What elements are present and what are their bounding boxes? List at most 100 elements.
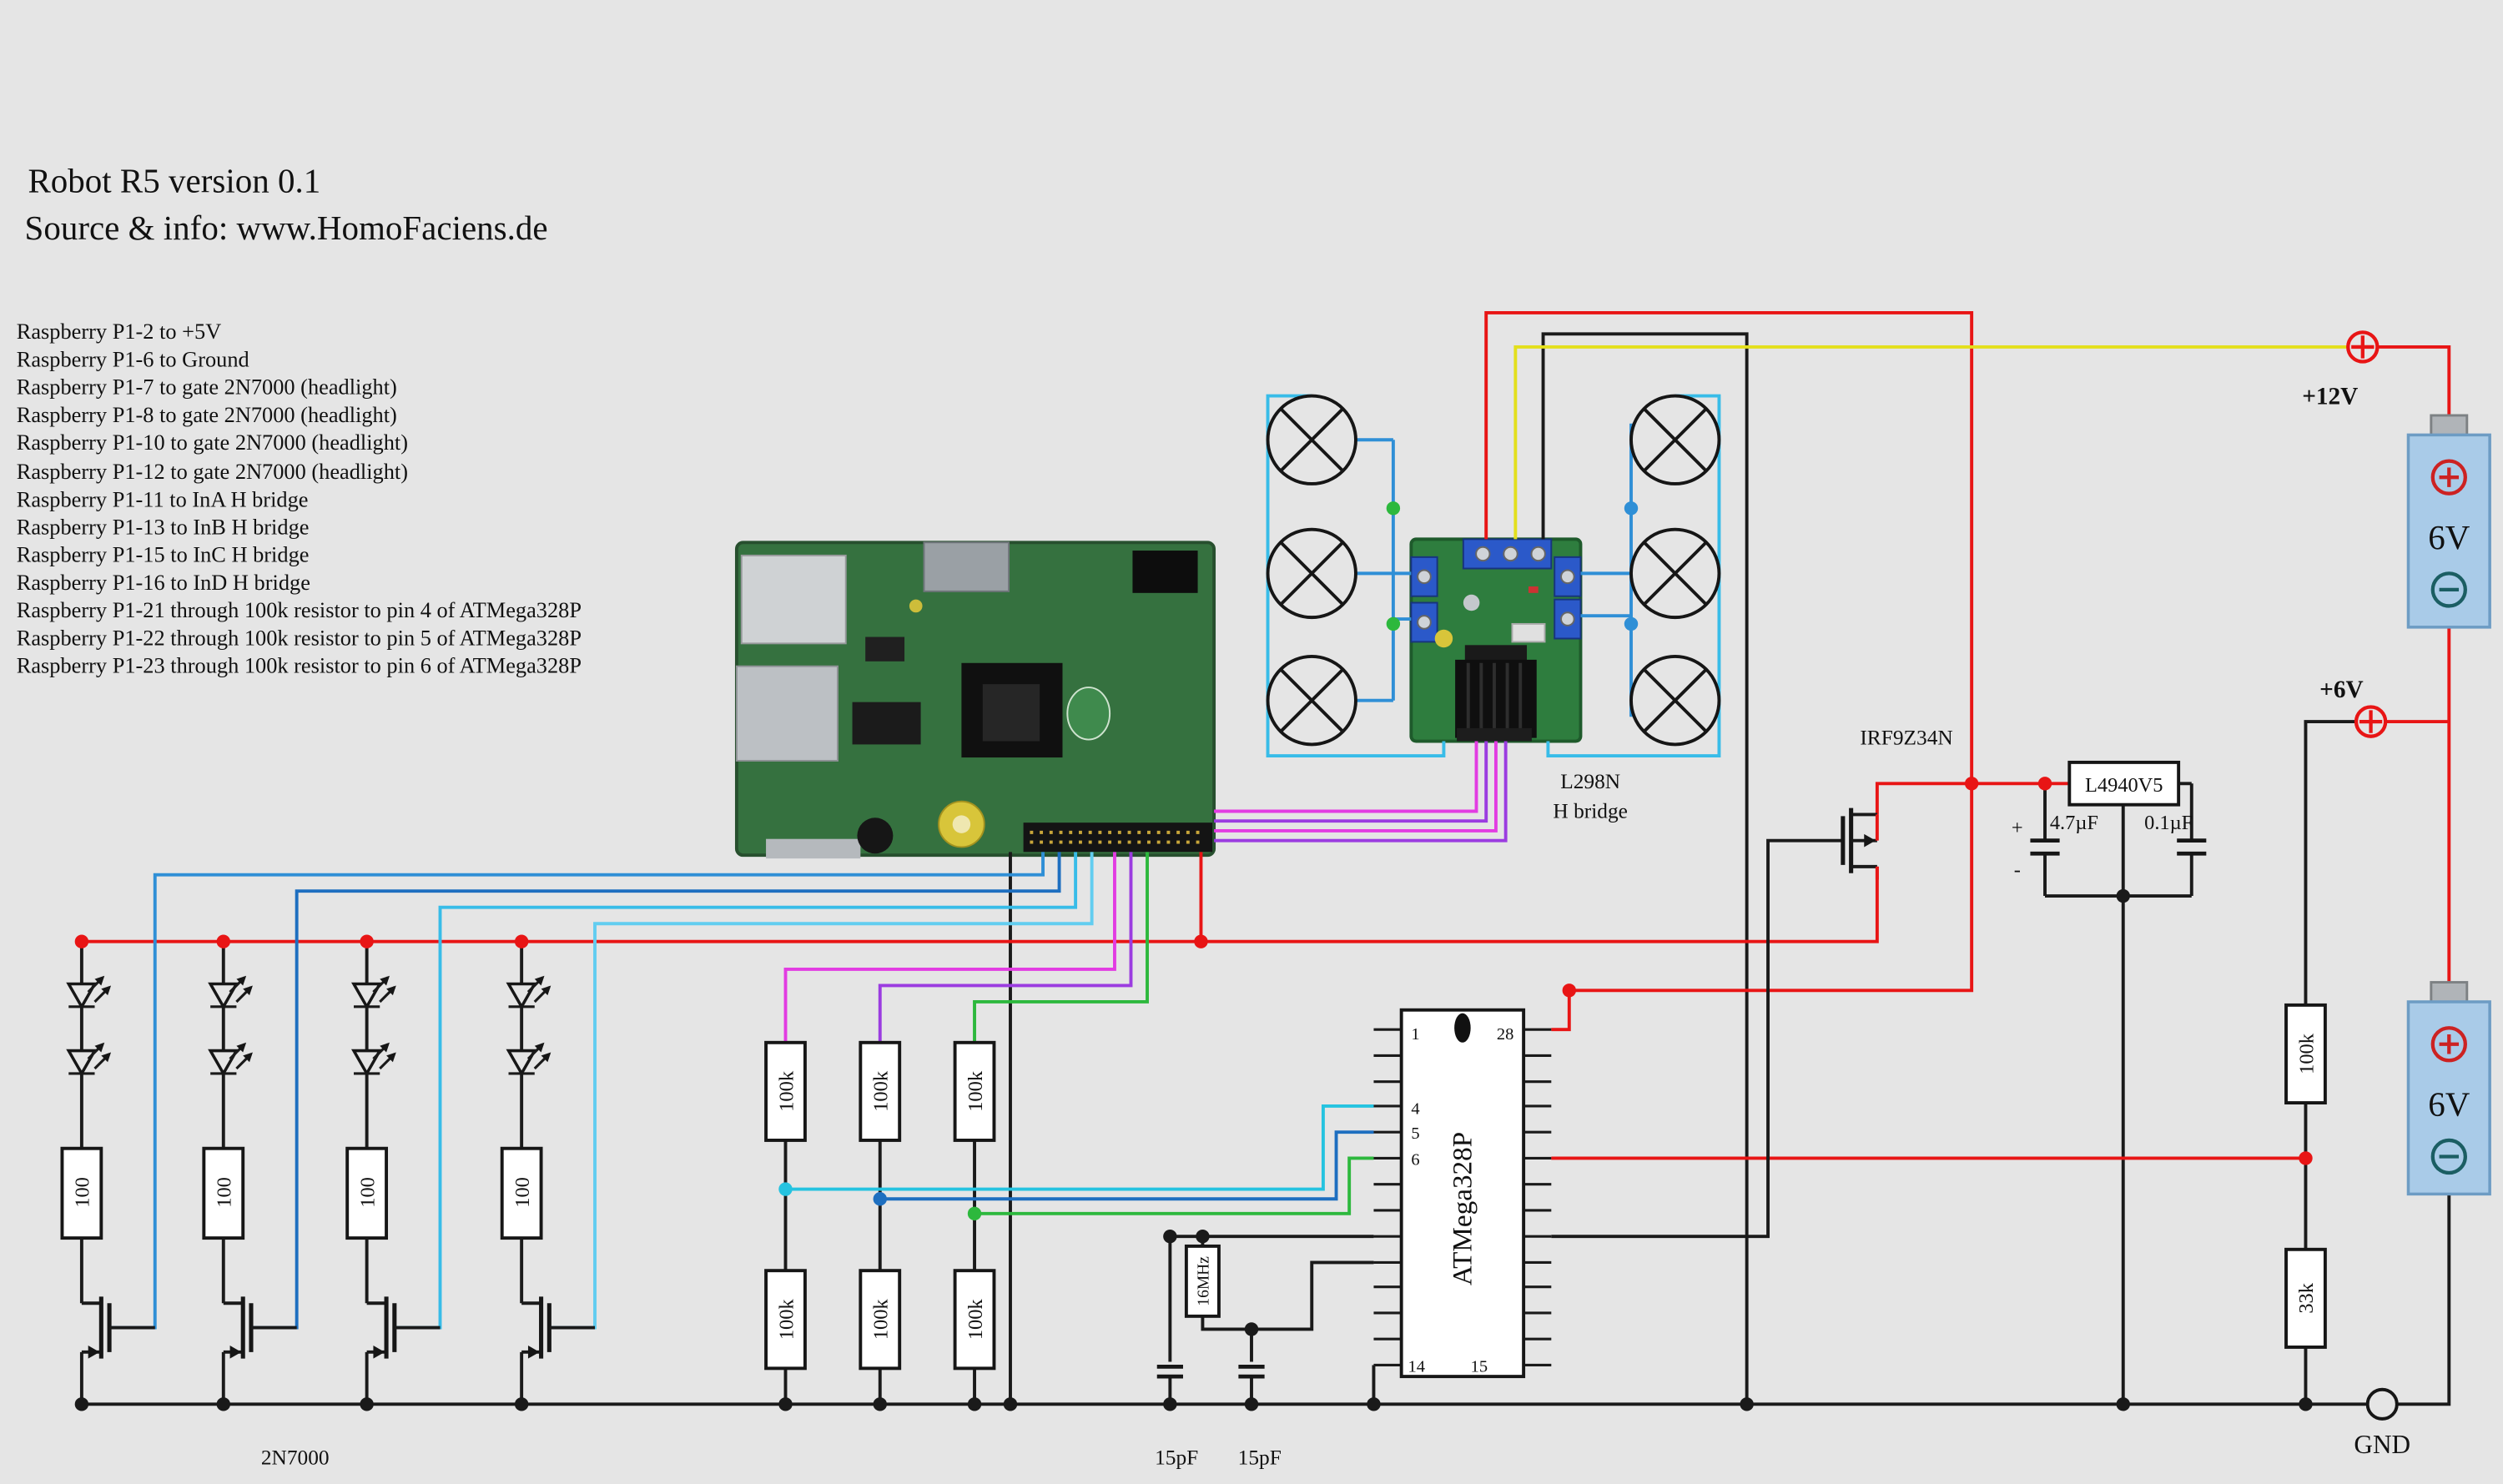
- note-line: Raspberry P1-2 to +5V: [17, 319, 221, 344]
- capacitor: [1463, 594, 1480, 611]
- mcu-name-label: ATMega328P: [1448, 1132, 1478, 1285]
- plus-12v-marker: +12V: [2302, 330, 2380, 410]
- terminal-screw: [1560, 611, 1575, 626]
- raspberry-logo: [1066, 687, 1111, 741]
- wire-pin4: [785, 1104, 1374, 1191]
- terminal-screw: [1503, 546, 1518, 562]
- wire-12v-yellow: [1513, 345, 2349, 540]
- connector: [1132, 551, 1198, 593]
- audio-jack: [857, 817, 894, 854]
- motor-lamp: [1266, 527, 1357, 620]
- wire-divider-top: [2304, 720, 2356, 1005]
- led: [1528, 586, 1539, 593]
- heatsink-fins: [1466, 662, 1523, 735]
- wire-inb: [1214, 741, 1488, 823]
- terminal-screw: [1530, 546, 1546, 562]
- raspberry-pi-board: [734, 541, 1216, 859]
- nfet-label: 2N7000: [261, 1446, 330, 1470]
- wire-ground-battery: [2396, 1194, 2451, 1406]
- mcu-pins-left: [1373, 1028, 1402, 1367]
- wire-ground-l298n: [1541, 332, 1749, 1405]
- wire-motor-left-outer: [1266, 394, 1446, 758]
- mcu-pin15-label: 15: [1471, 1357, 1488, 1376]
- cap15-a-label: 15pF: [1155, 1446, 1198, 1470]
- l298n-board: [1409, 537, 1583, 743]
- terminal-screw: [1560, 569, 1575, 585]
- h-bridge-label: H bridge: [1553, 799, 1628, 822]
- motor-lamp: [1266, 655, 1357, 747]
- note-line: Raspberry P1-6 to Ground: [17, 347, 249, 371]
- wire-ina: [1214, 741, 1478, 813]
- mosfet-irf9z34n: IRF9Z34N: [1841, 726, 1953, 880]
- cap15-b-label: 15pF: [1238, 1446, 1282, 1470]
- mcu-pin1-label: 1: [1411, 1025, 1419, 1044]
- cap-minus-label: -: [2014, 859, 2021, 882]
- usb-port: [735, 665, 839, 762]
- title-line2: Source & info: www.HomoFaciens.de: [25, 209, 548, 247]
- rca-jack-center: [952, 815, 971, 833]
- wire-p21: [783, 852, 1116, 1043]
- gpio-header: [1023, 822, 1213, 853]
- resistor-100k: [764, 1040, 807, 1142]
- wire-pin6: [975, 1156, 1374, 1215]
- note-line: Raspberry P1-22 through 100k resistor to…: [17, 626, 582, 650]
- mcu-pin14-label: 14: [1408, 1357, 1425, 1376]
- mcu-notch: [1454, 1013, 1471, 1043]
- plus-6v-marker: +6V: [2319, 677, 2388, 738]
- capacitor: [909, 599, 923, 613]
- terminal-screw: [1417, 569, 1432, 585]
- resistor-100k: [953, 1269, 996, 1371]
- wire-p23: [973, 852, 1149, 1043]
- resistor-100k: [859, 1040, 902, 1142]
- resistor-100k: [764, 1269, 807, 1371]
- cap-100n-label: 0.1µF: [2144, 812, 2193, 834]
- resistor-100k: [953, 1040, 996, 1142]
- mcu-body: [1399, 1008, 1526, 1379]
- note-line: Raspberry P1-21 through 100k resistor to…: [17, 598, 582, 622]
- chip: [865, 636, 905, 662]
- crystal-16mhz: 16MHz: [1184, 1244, 1221, 1318]
- notes-block: Raspberry P1-2 to +5V Raspberry P1-6 to …: [17, 319, 582, 677]
- resistor-33k: 33k: [2284, 1247, 2327, 1349]
- plus-12v-label: +12V: [2302, 383, 2358, 410]
- pin-header: [1457, 727, 1532, 742]
- wire-p22: [878, 852, 1133, 1043]
- battery-6v-top: [2408, 415, 2490, 627]
- cap-4u7-label: 4.7µF: [2050, 812, 2098, 834]
- capacitor-100n: 0.1µF: [2144, 812, 2207, 856]
- motor-lamp: [1629, 655, 1721, 747]
- note-line: Raspberry P1-11 to InA H bridge: [17, 487, 309, 511]
- mcu-pin6-label: 6: [1411, 1150, 1419, 1169]
- soc-chip-core: [982, 684, 1040, 742]
- note-line: Raspberry P1-23 through 100k resistor to…: [17, 654, 582, 678]
- wire-regulator-input: [1875, 782, 2070, 815]
- crystal-label: 16MHz: [1195, 1256, 1212, 1306]
- gnd-label: GND: [2354, 1430, 2410, 1459]
- connector: [1511, 622, 1546, 643]
- chip: [852, 702, 921, 745]
- atmega328p: 1 28 4 5 6 14 15 ATMega328P: [1373, 1008, 1552, 1379]
- capacitor-15pf-b: 15pF: [1238, 1365, 1282, 1470]
- cap-plus-label: +: [2012, 817, 2023, 839]
- mcu-pin4-label: 4: [1411, 1100, 1419, 1119]
- capacitor: [1434, 629, 1453, 648]
- wire-cap-100n: [2178, 782, 2193, 897]
- resistor-100k-divider: [2284, 1003, 2327, 1104]
- battery-6v-bottom: [2408, 983, 2490, 1195]
- note-line: Raspberry P1-16 to InD H bridge: [17, 571, 310, 595]
- wire-headlight-rail: [81, 866, 1879, 943]
- note-line: Raspberry P1-13 to InB H bridge: [17, 516, 310, 540]
- junction-dots: [74, 501, 2313, 1411]
- resistor-33k-label: 33k: [2295, 1282, 2318, 1313]
- title-line1: Robot R5 version 0.1: [28, 161, 320, 199]
- gnd-terminal: GND: [2354, 1387, 2410, 1459]
- hdmi-port: [923, 541, 1010, 592]
- title-block: Robot R5 version 0.1 Source & info: www.…: [25, 161, 548, 247]
- mcu-pin5-label: 5: [1411, 1124, 1419, 1143]
- regulator-label: L4940V5: [2085, 774, 2163, 797]
- note-line: Raspberry P1-7 to gate 2N7000 (headlight…: [17, 375, 397, 400]
- wire-irf-gate: [1551, 838, 1843, 1239]
- mcu-pins-right: [1523, 1028, 1552, 1367]
